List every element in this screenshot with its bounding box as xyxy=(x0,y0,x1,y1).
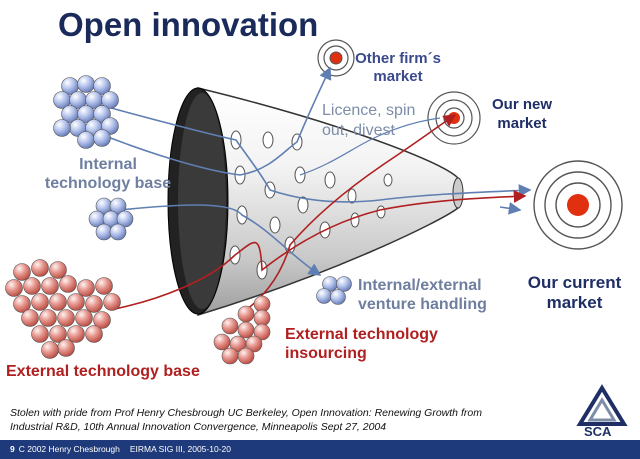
sphere xyxy=(41,277,59,295)
target-our-current-market xyxy=(533,160,623,250)
sphere xyxy=(213,333,231,351)
sphere xyxy=(237,321,255,339)
sphere xyxy=(93,129,111,147)
sphere xyxy=(85,295,103,313)
sphere xyxy=(101,91,119,109)
sphere xyxy=(336,276,352,292)
label-external-technology-insourcing: External technology insourcing xyxy=(285,326,438,362)
sphere xyxy=(23,277,41,295)
sphere xyxy=(103,293,121,311)
sphere xyxy=(221,347,239,365)
sphere xyxy=(237,305,255,323)
source-credit: Stolen with pride from Prof Henry Chesbr… xyxy=(10,407,482,433)
sphere xyxy=(5,279,23,297)
label-external-technology-base: External technology base xyxy=(6,363,200,380)
sphere xyxy=(31,259,49,277)
sphere xyxy=(330,289,346,305)
internal-technology-spheres xyxy=(53,75,119,149)
sphere xyxy=(49,261,67,279)
footer-event: EIRMA SIG III, 2005-10-20 xyxy=(129,444,231,454)
label-our-current-market: Our current market xyxy=(527,273,622,312)
sphere xyxy=(31,293,49,311)
sphere xyxy=(39,309,57,327)
sphere xyxy=(85,325,103,343)
sphere xyxy=(57,339,75,357)
external-technology-spheres xyxy=(5,259,121,359)
sphere xyxy=(77,131,95,149)
sphere xyxy=(93,311,111,329)
label-internal-external-venture: Internal/external venture handling xyxy=(358,277,487,313)
sphere xyxy=(253,323,271,341)
sphere xyxy=(13,263,31,281)
sca-logo-icon xyxy=(576,384,628,426)
sphere xyxy=(245,335,263,353)
sphere xyxy=(21,309,39,327)
sphere xyxy=(13,295,31,313)
sphere xyxy=(41,341,59,359)
internal-technology-spheres-small xyxy=(88,197,134,241)
sphere xyxy=(316,288,332,304)
label-internal-technology-base: Internal technology base xyxy=(44,156,172,192)
sphere xyxy=(77,279,95,297)
label-licence-spin-out: Licence, spin out, divest xyxy=(322,102,416,139)
sphere xyxy=(57,309,75,327)
sphere xyxy=(221,317,239,335)
sphere xyxy=(59,275,77,293)
sphere xyxy=(95,277,113,295)
sphere xyxy=(67,325,85,343)
sphere xyxy=(253,295,271,313)
sphere xyxy=(67,293,85,311)
footer-page-number: 9 xyxy=(10,444,15,454)
label-other-firm-market: Other firm´s market xyxy=(355,50,441,85)
sca-logo-text: SCA xyxy=(584,424,612,439)
sphere xyxy=(53,119,71,137)
label-our-new-market: Our new market xyxy=(491,96,552,132)
sphere xyxy=(253,309,271,327)
sphere xyxy=(49,325,67,343)
footer-copyright: C 2002 Henry Chesbrough xyxy=(18,444,120,454)
flow-lines xyxy=(61,66,532,316)
target-other-firm-market xyxy=(317,39,355,77)
sphere xyxy=(93,77,111,95)
venture-spheres xyxy=(316,276,352,305)
sphere xyxy=(49,293,67,311)
sphere xyxy=(31,325,49,343)
sphere xyxy=(109,223,127,241)
sphere xyxy=(109,197,127,215)
insourcing-spheres xyxy=(213,295,271,365)
sphere xyxy=(95,223,113,241)
sphere xyxy=(116,210,134,228)
sphere xyxy=(237,347,255,365)
sphere xyxy=(77,75,95,93)
slide-title: Open innovation xyxy=(58,6,319,43)
sphere xyxy=(75,309,93,327)
